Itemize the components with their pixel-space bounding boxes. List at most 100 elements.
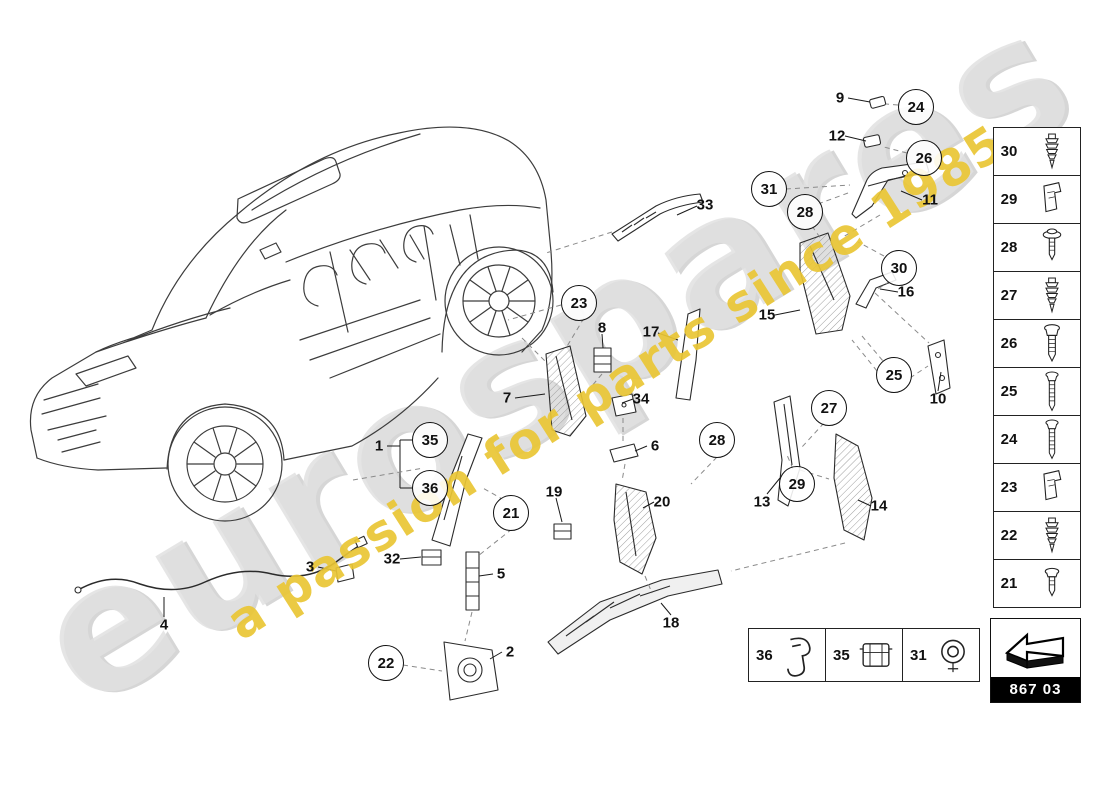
callout-15[interactable]: 15 bbox=[758, 306, 776, 324]
long-screw-icon bbox=[1024, 370, 1080, 413]
circled-callout-27[interactable]: 27 bbox=[811, 390, 847, 426]
fastener-number: 24 bbox=[1000, 431, 1018, 448]
callout-20[interactable]: 20 bbox=[653, 493, 671, 511]
fastener-number: 26 bbox=[1000, 335, 1018, 352]
small-screw-icon bbox=[1024, 562, 1080, 605]
part-33-trim bbox=[611, 193, 704, 242]
part-6-clip bbox=[609, 443, 639, 463]
fastener-number: 21 bbox=[1000, 575, 1018, 592]
circled-callout-22[interactable]: 22 bbox=[368, 645, 404, 681]
legend-number: 35 bbox=[833, 646, 850, 664]
circled-callout-28[interactable]: 28 bbox=[699, 422, 735, 458]
circled-callout-29[interactable]: 29 bbox=[779, 466, 815, 502]
part-9-clip bbox=[869, 95, 887, 109]
callout-9[interactable]: 9 bbox=[835, 89, 845, 107]
hook-bracket-icon bbox=[773, 631, 825, 679]
callout-8[interactable]: 8 bbox=[597, 319, 607, 337]
clip-icon bbox=[1024, 178, 1080, 221]
part-code: 867 03 bbox=[991, 677, 1080, 702]
legend-cell[interactable]: 36 bbox=[749, 629, 826, 681]
callout-32[interactable]: 32 bbox=[383, 550, 401, 568]
grommet-icon bbox=[927, 631, 979, 679]
leader-lines bbox=[163, 97, 942, 660]
callout-17[interactable]: 17 bbox=[642, 323, 660, 341]
long-screw-icon bbox=[1024, 418, 1080, 461]
circled-callout-24[interactable]: 24 bbox=[898, 89, 934, 125]
callout-11[interactable]: 11 bbox=[922, 191, 938, 209]
part-10-bracket bbox=[927, 339, 951, 395]
circled-callout-23[interactable]: 23 bbox=[561, 285, 597, 321]
flange-screw-icon bbox=[1024, 226, 1080, 269]
circled-callout-35[interactable]: 35 bbox=[412, 422, 448, 458]
part-3-clip bbox=[335, 563, 355, 583]
callout-1[interactable]: 1 bbox=[374, 437, 384, 455]
fastener-row[interactable]: 30 bbox=[994, 128, 1080, 176]
fastener-row[interactable]: 29 bbox=[994, 176, 1080, 224]
trim-parts bbox=[74, 95, 951, 701]
direction-arrow-icon bbox=[991, 619, 1080, 677]
clip-icon bbox=[1024, 466, 1080, 509]
rear-wheel bbox=[444, 246, 554, 356]
callout-14[interactable]: 14 bbox=[870, 497, 888, 515]
callout-5[interactable]: 5 bbox=[496, 565, 506, 583]
callout-16[interactable]: 16 bbox=[897, 283, 915, 301]
callout-12[interactable]: 12 bbox=[828, 127, 846, 145]
callout-10[interactable]: 10 bbox=[929, 390, 947, 408]
circled-callout-26[interactable]: 26 bbox=[906, 140, 942, 176]
callout-6[interactable]: 6 bbox=[650, 437, 660, 455]
fastener-row[interactable]: 27 bbox=[994, 272, 1080, 320]
dashed-assembly-lines bbox=[352, 103, 930, 672]
legend-cell[interactable]: 31 bbox=[903, 629, 979, 681]
part-34-clip bbox=[611, 393, 637, 417]
callout-3[interactable]: 3 bbox=[305, 558, 315, 576]
clip-module-icon bbox=[850, 631, 902, 679]
fastener-number: 23 bbox=[1000, 479, 1018, 496]
ribbed-plug-icon bbox=[1024, 130, 1080, 173]
fastener-row[interactable]: 25 bbox=[994, 368, 1080, 416]
part-15-pillar-trim bbox=[799, 232, 851, 335]
fastener-number: 22 bbox=[1000, 527, 1018, 544]
callout-4[interactable]: 4 bbox=[159, 616, 169, 634]
circled-callout-36[interactable]: 36 bbox=[412, 470, 448, 506]
front-wheel bbox=[167, 406, 283, 522]
fastener-row[interactable]: 21 bbox=[994, 560, 1080, 607]
callout-7[interactable]: 7 bbox=[502, 389, 512, 407]
part-code-card: 867 03 bbox=[990, 618, 1081, 703]
part-17-strip bbox=[675, 308, 701, 401]
ribbed-plug-icon bbox=[1024, 274, 1080, 317]
fastener-row[interactable]: 24 bbox=[994, 416, 1080, 464]
car-cutaway-drawing bbox=[29, 126, 554, 522]
fastener-number: 27 bbox=[1000, 287, 1018, 304]
fastener-row[interactable]: 26 bbox=[994, 320, 1080, 368]
circled-callout-30[interactable]: 30 bbox=[881, 250, 917, 286]
part-5-strip bbox=[465, 551, 480, 611]
fastener-row[interactable]: 23 bbox=[994, 464, 1080, 512]
callout-34[interactable]: 34 bbox=[632, 390, 650, 408]
small-parts-legend: 36 35 31 bbox=[748, 628, 980, 682]
fastener-row[interactable]: 22 bbox=[994, 512, 1080, 560]
fastener-number: 28 bbox=[1000, 239, 1018, 256]
part-11-bracket bbox=[851, 161, 930, 219]
circled-callout-31[interactable]: 31 bbox=[751, 171, 787, 207]
callout-19[interactable]: 19 bbox=[545, 483, 563, 501]
part-7-pillar-trim bbox=[545, 345, 587, 437]
circled-callout-25[interactable]: 25 bbox=[876, 357, 912, 393]
part-32-clip bbox=[421, 549, 442, 566]
callout-13[interactable]: 13 bbox=[753, 493, 771, 511]
legend-number: 31 bbox=[910, 646, 927, 664]
legend-cell[interactable]: 35 bbox=[826, 629, 903, 681]
fastener-row[interactable]: 28 bbox=[994, 224, 1080, 272]
fastener-number: 25 bbox=[1000, 383, 1018, 400]
part-2-bracket bbox=[443, 641, 499, 701]
circled-callout-28[interactable]: 28 bbox=[787, 194, 823, 230]
circled-callout-21[interactable]: 21 bbox=[493, 495, 529, 531]
callout-18[interactable]: 18 bbox=[662, 614, 680, 632]
fastener-number: 30 bbox=[1000, 143, 1018, 160]
legend-number: 36 bbox=[756, 646, 773, 664]
part-18-sill-trim bbox=[547, 569, 723, 655]
callout-33[interactable]: 33 bbox=[696, 196, 714, 214]
callout-2[interactable]: 2 bbox=[505, 643, 515, 661]
